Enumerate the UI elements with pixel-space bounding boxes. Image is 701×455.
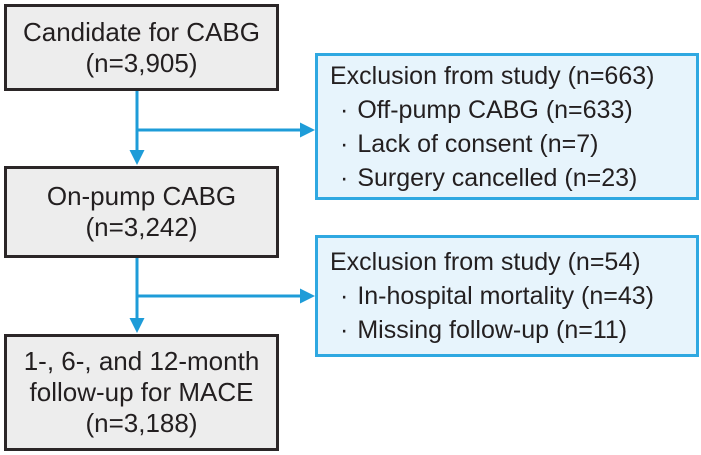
exclusion-1-item-2: Lack of consent (n=7) xyxy=(357,129,599,158)
bullet-icon: · xyxy=(340,163,349,192)
node-followup-line-2: follow-up for MACE xyxy=(29,377,254,407)
arrowhead-down-2-icon xyxy=(129,318,145,333)
exclusion-box-1: Exclusion from study (n=663) · Off-pump … xyxy=(315,53,699,200)
bullet-icon: · xyxy=(340,316,349,344)
node-onpump-line-1: On-pump CABG xyxy=(46,181,237,211)
list-item: · Off-pump CABG (n=633) xyxy=(330,93,696,127)
exclusion-1-title: Exclusion from study (n=663) xyxy=(330,61,655,90)
list-item: · Lack of consent (n=7) xyxy=(330,127,696,161)
exclusion-box-2: Exclusion from study (n=54) · In-hospita… xyxy=(315,235,699,357)
node-followup-line-1: 1-, 6-, and 12-month xyxy=(23,346,260,376)
exclusion-1-item-3: Surgery cancelled (n=23) xyxy=(357,163,638,192)
list-item: · Missing follow-up (n=11) xyxy=(330,313,696,347)
exclusion-2-item-1: In-hospital mortality (n=43) xyxy=(357,282,654,310)
node-onpump-line-2: (n=3,242) xyxy=(85,212,198,242)
list-item: · In-hospital mortality (n=43) xyxy=(330,279,696,313)
arrowhead-right-1-icon xyxy=(300,122,315,138)
node-candidate-line-1: Candidate for CABG xyxy=(22,16,260,47)
exclusion-2-title: Exclusion from study (n=54) xyxy=(330,248,641,276)
bullet-icon: · xyxy=(340,95,349,124)
node-on-pump-cabg: On-pump CABG (n=3,242) xyxy=(4,166,279,258)
node-candidate-cabg: Candidate for CABG (n=3,905) xyxy=(4,4,279,91)
arrowhead-down-1-icon xyxy=(129,150,145,165)
node-follow-up-mace: 1-, 6-, and 12-month follow-up for MACE … xyxy=(4,334,279,451)
bullet-icon: · xyxy=(340,282,349,310)
list-item: · Surgery cancelled (n=23) xyxy=(330,161,696,195)
node-followup-line-3: (n=3,188) xyxy=(85,408,198,438)
bullet-icon: · xyxy=(340,129,349,158)
exclusion-1-item-1: Off-pump CABG (n=633) xyxy=(357,95,633,124)
node-candidate-line-2: (n=3,905) xyxy=(85,47,198,78)
exclusion-2-item-2: Missing follow-up (n=11) xyxy=(357,316,628,344)
arrowhead-right-2-icon xyxy=(300,288,315,304)
